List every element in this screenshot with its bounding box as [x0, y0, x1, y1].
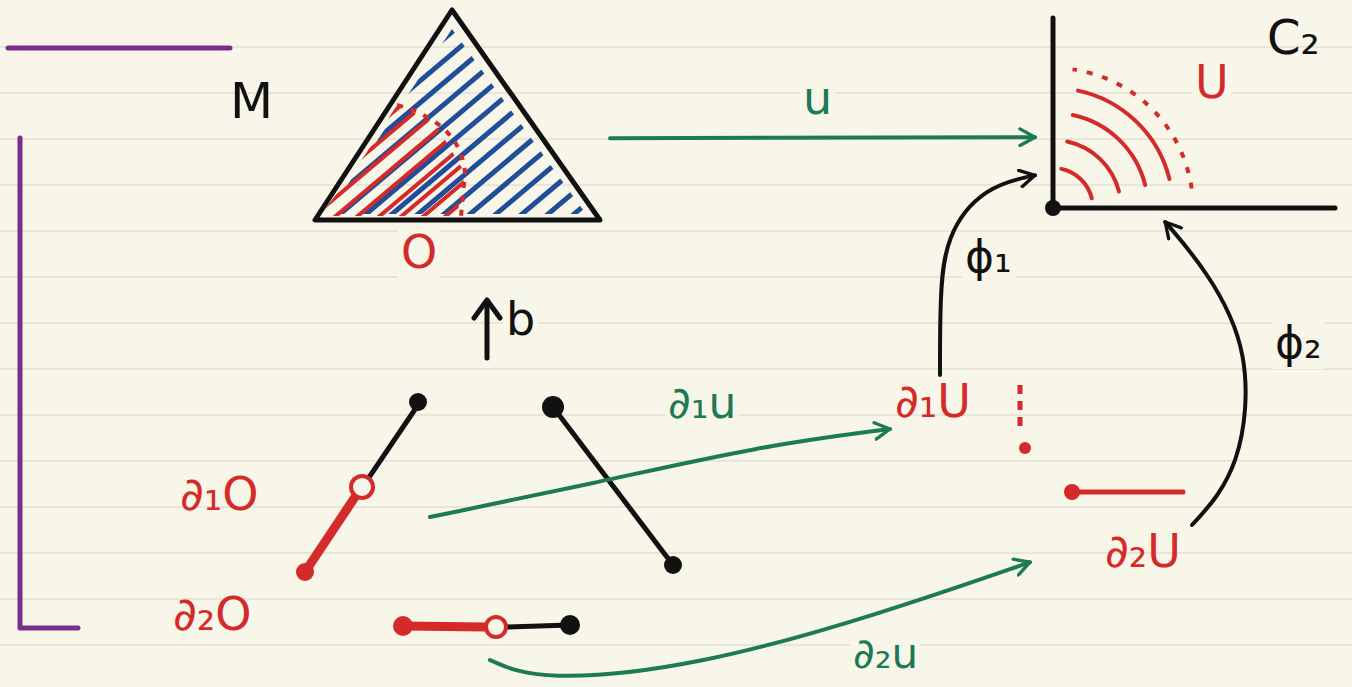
hatch-line — [463, 5, 718, 220]
hatch-line — [21, 5, 276, 220]
image-dot — [1019, 442, 1031, 454]
hatch-line — [0, 5, 250, 220]
hatch-line — [47, 5, 302, 220]
image-segment — [1072, 490, 1183, 495]
axis-line — [1053, 206, 1335, 211]
axis-line — [1051, 18, 1056, 208]
open-endpoint — [351, 476, 373, 498]
hatch-line — [353, 5, 608, 220]
node-label: C₂ — [1267, 10, 1320, 65]
endpoint-dot — [542, 396, 564, 418]
hatch-line — [99, 5, 354, 220]
hatch-arc — [1073, 115, 1145, 185]
hatch-line — [111, 5, 366, 220]
region-label: U — [1192, 56, 1232, 109]
map-name: ∂₂u — [850, 630, 921, 678]
triangle-outline — [225, 5, 610, 227]
hatch-line — [619, 5, 874, 220]
node-label: M — [230, 73, 273, 131]
corner-quadrant: C₂ — [1035, 10, 1345, 222]
hatch-line — [375, 5, 630, 220]
node-label: ∂₂O — [173, 588, 251, 641]
boundary-piece — [403, 626, 486, 627]
hatch-line — [645, 5, 900, 220]
map-arrow — [1165, 222, 1245, 525]
triangle-outline — [315, 10, 600, 220]
region-hatching — [67, 5, 784, 220]
region-boundary — [397, 105, 465, 216]
hatch-line — [385, 5, 640, 220]
map-name: ∂₁u — [665, 378, 739, 429]
hatch-line — [593, 5, 848, 220]
boundary-piece-node: ∂₂O — [168, 585, 578, 660]
map-arrow — [490, 562, 1030, 676]
inclusion-arrow — [485, 303, 490, 358]
endpoint-dot — [409, 393, 427, 411]
edge-segment — [305, 402, 420, 572]
image-piece-node: ∂₂U — [1030, 525, 1210, 587]
hatch-line — [507, 5, 762, 220]
ruled-lines — [0, 47, 1352, 645]
map-name: u — [800, 72, 835, 125]
manifold-triangle: M — [225, 5, 610, 227]
endpoint-dot — [296, 563, 314, 581]
map-name: ϕ₂ — [1272, 318, 1325, 369]
region-boundary — [1072, 69, 1191, 188]
endpoint-dot — [664, 556, 682, 574]
hatch-line — [515, 5, 770, 220]
hatch-line — [67, 5, 322, 220]
node-label: ∂₁O — [180, 468, 258, 521]
hatch-line — [73, 5, 328, 220]
hatch-arc — [1061, 169, 1091, 198]
image-piece-node: ∂₁U — [890, 375, 990, 435]
map-arrow — [610, 137, 1035, 138]
purple-bracket — [20, 138, 78, 628]
inclusion-arrowhead — [474, 300, 500, 318]
image-dot — [1064, 484, 1080, 500]
interior-hatching — [0, 5, 900, 220]
hatch-arc — [1078, 91, 1169, 179]
region-hatching — [1061, 91, 1169, 199]
map-label: b — [503, 293, 538, 346]
hatch-arc — [1067, 141, 1119, 191]
hatch-line — [529, 5, 784, 220]
node-label: ∂₁U — [895, 375, 971, 428]
hatch-line — [437, 5, 692, 220]
open-endpoint — [486, 617, 506, 637]
hatch-line — [411, 5, 666, 220]
map-arrow — [430, 429, 890, 517]
hatch-line — [441, 5, 696, 220]
endpoint-dot — [560, 615, 580, 635]
node-label: ∂₂U — [1105, 525, 1181, 578]
hatch-line — [125, 5, 380, 220]
endpoint-dot — [393, 616, 413, 636]
hatch-line — [463, 5, 718, 220]
hatch-line — [89, 5, 344, 220]
boundary-piece-node: ∂₁O — [175, 465, 430, 530]
boundary-piece — [305, 497, 355, 572]
image-segment — [1018, 385, 1023, 432]
corner-dot — [1045, 200, 1061, 216]
region-label: O — [398, 226, 440, 279]
hatch-line — [567, 5, 822, 220]
purple-rule — [8, 46, 230, 51]
map-arrow — [940, 175, 1035, 375]
hatch-line — [419, 5, 674, 220]
map-name: ϕ₁ — [962, 232, 1015, 283]
